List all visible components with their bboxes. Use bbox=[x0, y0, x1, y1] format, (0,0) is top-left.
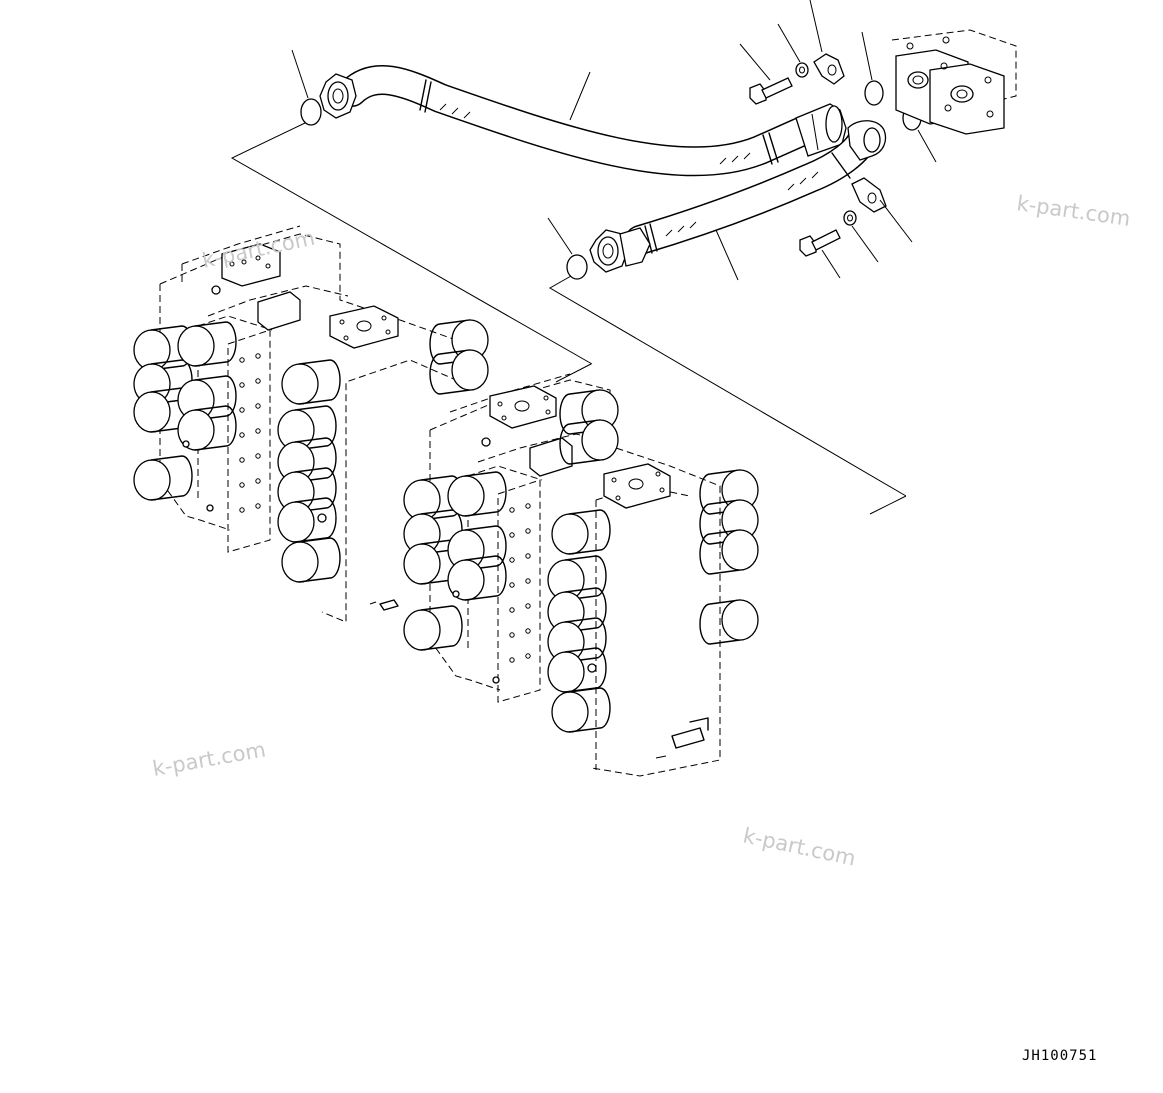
bolt-upper bbox=[749, 77, 793, 105]
connection-guide-lines bbox=[230, 122, 907, 515]
split-flange-upper bbox=[813, 53, 845, 85]
lower-hose-left-flange bbox=[589, 227, 651, 273]
o-ring-lower-left bbox=[566, 254, 588, 280]
lower-hose-assembly bbox=[589, 120, 887, 273]
drawing-code: JH100751 bbox=[1022, 1048, 1097, 1064]
watermark-bottom-center: k-part.com bbox=[741, 823, 858, 870]
bolt-lower bbox=[799, 229, 841, 257]
lower-hose-right-fitting bbox=[847, 120, 887, 161]
washer-upper bbox=[795, 62, 809, 78]
upper-hose-left-flange bbox=[319, 73, 357, 119]
control-valve-right bbox=[403, 373, 759, 777]
control-valve-left bbox=[133, 225, 489, 623]
watermark-bottom-left: k-part.com bbox=[151, 737, 268, 780]
leader-lines bbox=[291, 0, 937, 281]
connection-block bbox=[891, 29, 1017, 135]
watermark-top-right: k-part.com bbox=[1015, 191, 1132, 231]
o-ring-upper-right bbox=[864, 80, 884, 106]
o-ring-upper-left bbox=[300, 98, 322, 126]
washer-lower bbox=[843, 210, 857, 226]
split-flange-lower bbox=[851, 177, 887, 213]
upper-hose-right-fitting bbox=[795, 103, 847, 157]
upper-hose-assembly bbox=[319, 65, 847, 177]
